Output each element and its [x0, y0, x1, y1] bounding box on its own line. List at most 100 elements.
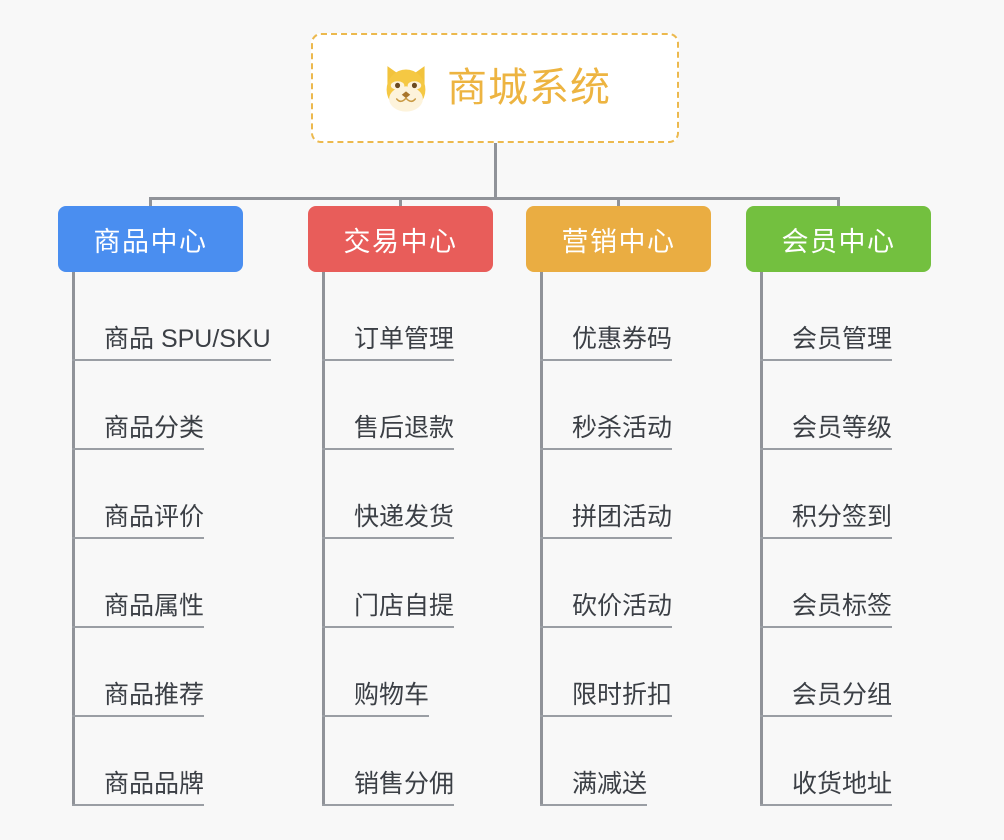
leaf-item[interactable]: 限时折扣	[526, 628, 711, 717]
leaf-list: 会员管理会员等级积分签到会员标签会员分组收货地址	[746, 272, 931, 806]
category-spine	[322, 272, 325, 806]
leaf-item[interactable]: 商品属性	[58, 539, 243, 628]
leaf-item[interactable]: 商品推荐	[58, 628, 243, 717]
leaf-item[interactable]: 售后退款	[308, 361, 493, 450]
leaf-rule	[540, 804, 648, 806]
leaf-rule	[72, 626, 205, 628]
leaf-rule	[72, 448, 205, 450]
leaf-item-label: 秒杀活动	[572, 414, 673, 443]
leaf-rule	[760, 359, 893, 361]
leaf-rule	[322, 537, 455, 539]
leaf-rule	[72, 715, 205, 717]
leaf-item[interactable]: 满减送	[526, 717, 711, 806]
leaf-item[interactable]: 秒杀活动	[526, 361, 711, 450]
leaf-item[interactable]: 会员管理	[746, 272, 931, 361]
connector-drop-3	[617, 197, 620, 209]
category-header-label: 会员中心	[781, 226, 896, 257]
leaf-item-label: 购物车	[354, 681, 430, 710]
leaf-list: 订单管理售后退款快递发货门店自提购物车销售分佣	[308, 272, 493, 806]
category-column: 会员中心会员管理会员等级积分签到会员标签会员分组收货地址	[746, 206, 931, 806]
leaf-item-label: 商品 SPU/SKU	[104, 325, 271, 354]
leaf-item[interactable]: 订单管理	[308, 272, 493, 361]
leaf-item[interactable]: 购物车	[308, 628, 493, 717]
leaf-item[interactable]: 优惠券码	[526, 272, 711, 361]
leaf-item[interactable]: 会员标签	[746, 539, 931, 628]
leaf-rule	[760, 448, 893, 450]
leaf-item[interactable]: 商品品牌	[58, 717, 243, 806]
category-header-label: 营销中心	[561, 226, 676, 257]
connector-drop-1	[149, 197, 152, 209]
connector-drop-4	[837, 197, 840, 209]
leaf-item[interactable]: 收货地址	[746, 717, 931, 806]
root-node[interactable]: 商城系统	[311, 33, 679, 143]
leaf-item-label: 积分签到	[792, 503, 893, 532]
leaf-item-label: 订单管理	[354, 325, 455, 354]
leaf-item[interactable]: 会员等级	[746, 361, 931, 450]
leaf-rule	[540, 537, 673, 539]
leaf-rule	[540, 626, 673, 628]
leaf-rule	[322, 715, 430, 717]
leaf-rule	[540, 448, 673, 450]
leaf-rule	[322, 359, 455, 361]
leaf-item-label: 满减送	[572, 770, 648, 799]
leaf-item-label: 快递发货	[354, 503, 455, 532]
leaf-item-label: 商品分类	[104, 414, 205, 443]
leaf-item-label: 会员标签	[792, 592, 893, 621]
leaf-item[interactable]: 砍价活动	[526, 539, 711, 628]
category-header[interactable]: 会员中心	[746, 206, 931, 272]
leaf-item-label: 优惠券码	[572, 325, 673, 354]
leaf-rule	[760, 715, 893, 717]
category-header-label: 交易中心	[343, 226, 458, 257]
category-header[interactable]: 交易中心	[308, 206, 493, 272]
leaf-item-label: 销售分佣	[354, 770, 455, 799]
leaf-item[interactable]: 商品 SPU/SKU	[58, 272, 271, 361]
category-header[interactable]: 商品中心	[58, 206, 243, 272]
category-spine	[540, 272, 543, 806]
leaf-item-label: 会员等级	[792, 414, 893, 443]
root-title: 商城系统	[447, 66, 611, 110]
category-header-label: 商品中心	[93, 226, 208, 257]
leaf-item[interactable]: 商品评价	[58, 450, 243, 539]
category-column: 商品中心商品 SPU/SKU 商品分类商品评价商品属性商品推荐商品品牌	[58, 206, 271, 806]
leaf-rule	[760, 626, 893, 628]
leaf-rule	[540, 359, 673, 361]
leaf-item-label: 商品品牌	[104, 770, 205, 799]
leaf-item-label: 商品推荐	[104, 681, 205, 710]
leaf-item-label: 会员管理	[792, 325, 893, 354]
leaf-item-label: 商品评价	[104, 503, 205, 532]
leaf-item[interactable]: 销售分佣	[308, 717, 493, 806]
category-spine	[760, 272, 763, 806]
leaf-item[interactable]: 商品分类	[58, 361, 243, 450]
leaf-rule	[322, 448, 455, 450]
leaf-rule	[72, 537, 205, 539]
connector-drop-2	[399, 197, 402, 209]
category-column: 营销中心优惠券码秒杀活动拼团活动砍价活动限时折扣满减送	[526, 206, 711, 806]
leaf-rule	[72, 359, 271, 361]
leaf-item-label: 拼团活动	[572, 503, 673, 532]
leaf-list: 优惠券码秒杀活动拼团活动砍价活动限时折扣满减送	[526, 272, 711, 806]
category-column: 交易中心订单管理售后退款快递发货门店自提购物车销售分佣	[308, 206, 493, 806]
leaf-rule	[540, 715, 673, 717]
leaf-item[interactable]: 会员分组	[746, 628, 931, 717]
connector-trunk	[494, 143, 497, 199]
leaf-item-label: 商品属性	[104, 592, 205, 621]
leaf-rule	[322, 804, 455, 806]
leaf-rule	[72, 804, 205, 806]
category-spine	[72, 272, 75, 806]
leaf-item-label: 售后退款	[354, 414, 455, 443]
category-header[interactable]: 营销中心	[526, 206, 711, 272]
leaf-item[interactable]: 门店自提	[308, 539, 493, 628]
leaf-rule	[760, 537, 893, 539]
leaf-item[interactable]: 拼团活动	[526, 450, 711, 539]
leaf-item-label: 限时折扣	[572, 681, 673, 710]
dog-face-icon	[386, 66, 426, 114]
leaf-rule	[322, 626, 455, 628]
leaf-item-label: 门店自提	[354, 592, 455, 621]
leaf-item-label: 会员分组	[792, 681, 893, 710]
connector-bus	[150, 197, 840, 200]
leaf-item[interactable]: 积分签到	[746, 450, 931, 539]
leaf-item-label: 收货地址	[792, 770, 893, 799]
leaf-item[interactable]: 快递发货	[308, 450, 493, 539]
leaf-item-label: 砍价活动	[572, 592, 673, 621]
